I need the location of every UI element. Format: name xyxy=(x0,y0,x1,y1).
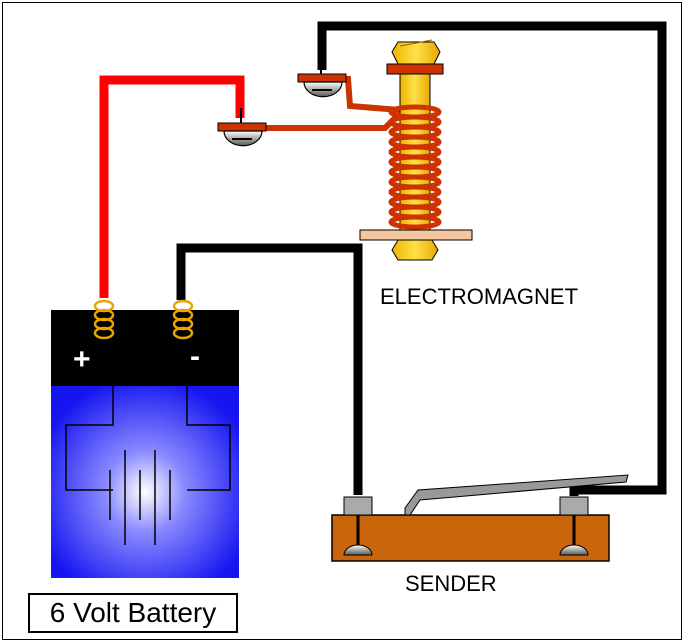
terminal-screw-right xyxy=(297,58,347,98)
negative-wire xyxy=(176,243,363,495)
positive-wire xyxy=(99,75,245,298)
sender-screw-left xyxy=(343,496,373,556)
sender-label: SENDER xyxy=(405,571,497,596)
electromagnet xyxy=(359,39,473,261)
terminal-screw-left xyxy=(217,108,267,147)
coil-lead-lower xyxy=(250,115,398,131)
sender-key xyxy=(331,474,629,562)
sender-screw-right xyxy=(559,496,589,556)
negative-terminal-sign: - xyxy=(190,340,200,373)
electromagnet-label: ELECTROMAGNET xyxy=(380,284,579,309)
return-wire xyxy=(317,21,667,496)
battery xyxy=(51,299,239,578)
battery-label: 6 Volt Battery xyxy=(28,593,238,633)
positive-terminal-sign: + xyxy=(73,343,91,376)
